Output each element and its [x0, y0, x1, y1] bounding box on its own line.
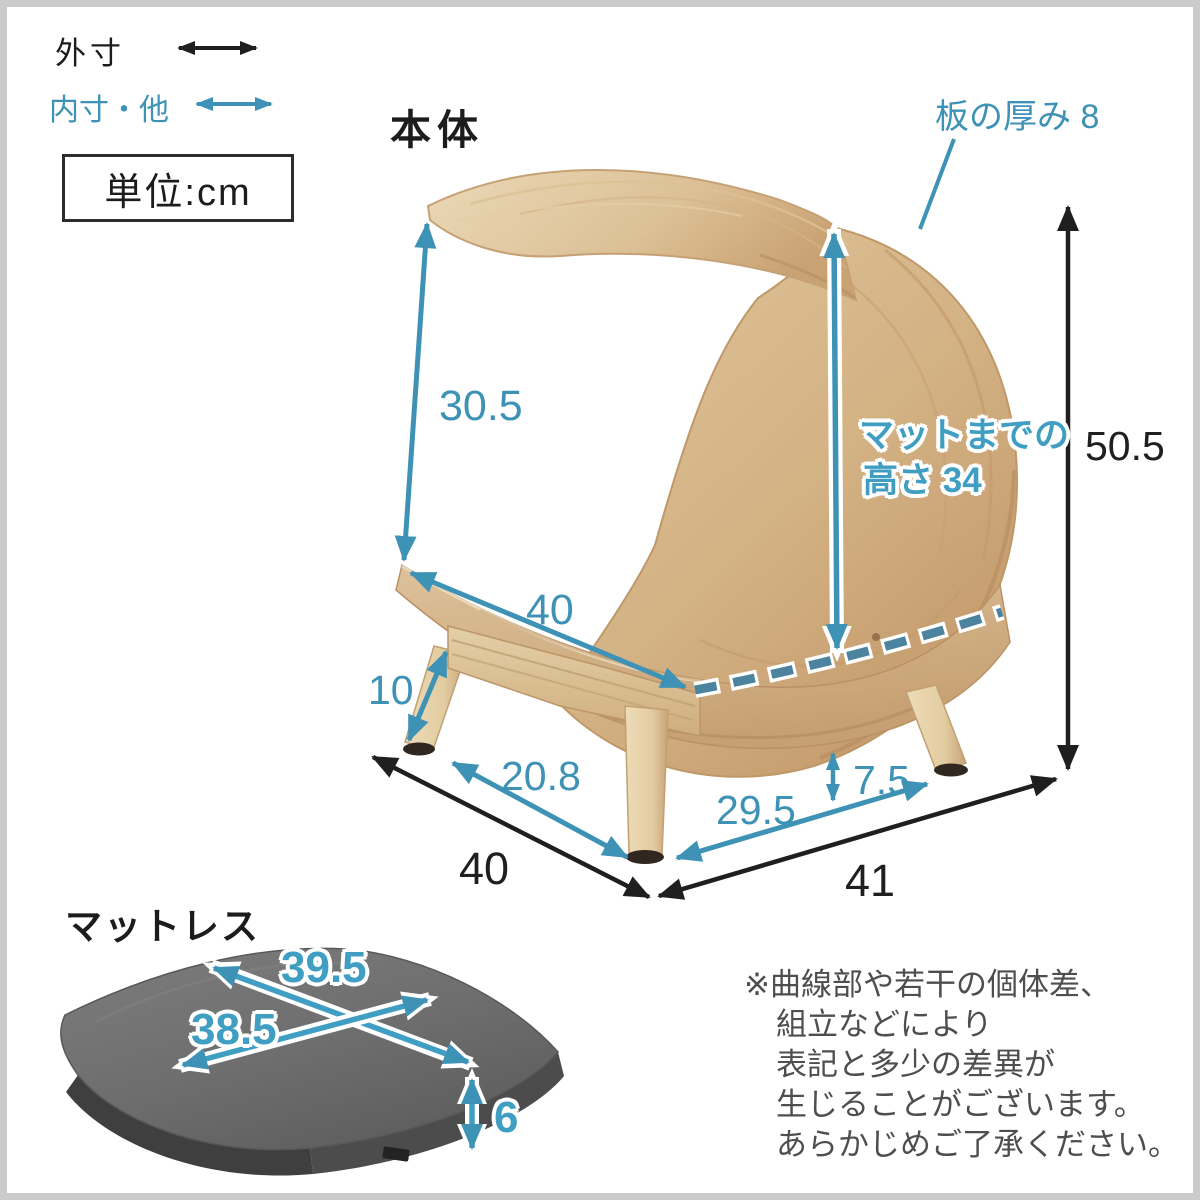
disclaimer-line: 生じることがございます。 — [776, 1087, 1145, 1122]
disclaimer-note: ※曲線部や若干の個体差、 組立などにより 表記と多少の差異が 生じることがござい… — [744, 965, 1179, 1165]
dim-29-5-label: 29.5 — [716, 787, 796, 833]
legend-outer-label: 外寸 — [55, 36, 125, 71]
dim-39-5-label: 39.5 — [281, 943, 367, 992]
dim-arrow-10 — [406, 650, 449, 742]
back-left-foot-cap — [403, 742, 435, 756]
disclaimer-line: ※曲線部や若干の個体差、 — [744, 967, 1111, 1002]
wood-knot — [872, 633, 880, 641]
front-left-foot-cap — [626, 850, 664, 864]
dim-arrow-30-5 — [394, 222, 437, 562]
disclaimer-line: あらかじめご了承ください。 — [776, 1127, 1179, 1162]
wood-grain — [451, 202, 743, 223]
unit-box: 単位:cm — [62, 154, 294, 222]
disclaimer-line: 組立などにより — [776, 1007, 993, 1042]
board-thickness-label: 板の厚み 8 — [935, 98, 1100, 136]
dim-30-5-label: 30.5 — [439, 382, 523, 430]
dim-arrow-34-cased — [819, 220, 852, 662]
board-thickness-leader-line — [918, 138, 956, 230]
dim-40-inner-label: 40 — [526, 586, 574, 634]
unit-label: 単位:cm — [104, 171, 252, 214]
wood-grain — [469, 180, 851, 248]
dim-50-5-label: 50.5 — [1085, 423, 1165, 469]
dim-20-8-label: 20.8 — [501, 753, 581, 799]
dim-arrow-38-5-cased — [171, 991, 439, 1074]
dim-arrow-41 — [657, 775, 1058, 900]
wood-grain — [519, 196, 847, 269]
mattress-side-right — [310, 1052, 564, 1174]
dim-41-label: 41 — [845, 855, 896, 906]
wood-grain — [884, 248, 993, 561]
mattress-title: マットレス — [65, 906, 260, 947]
mattress-side-left — [66, 1075, 313, 1176]
front-right-foot-cap — [934, 763, 968, 777]
bed-body-illustration — [395, 169, 1019, 864]
body-title: 本体 — [390, 107, 484, 153]
wood-grain — [847, 281, 948, 553]
dim-10-label: 10 — [368, 667, 414, 713]
dim-arrow-40-outer — [371, 754, 651, 900]
legend-inner-label: 内寸・他 — [49, 94, 169, 127]
dim-7-5-label: 7.5 — [853, 757, 910, 803]
disclaimer-line: 表記と多少の差異が — [776, 1047, 1055, 1082]
front-right-leg — [904, 684, 968, 777]
canopy-roof — [426, 169, 858, 302]
dim-38-5-label: 38.5 — [191, 1005, 277, 1054]
mattress-tag — [382, 1146, 410, 1162]
dim-6-label: 6 — [494, 1093, 519, 1142]
dim-arrow-40-inner — [409, 570, 687, 690]
front-left-leg — [624, 705, 669, 864]
dim-40-outer-label: 40 — [459, 843, 510, 894]
mat-height-label-line2: 高さ 34 — [863, 461, 982, 500]
mat-height-label-line1: マットまでの — [859, 416, 1070, 455]
